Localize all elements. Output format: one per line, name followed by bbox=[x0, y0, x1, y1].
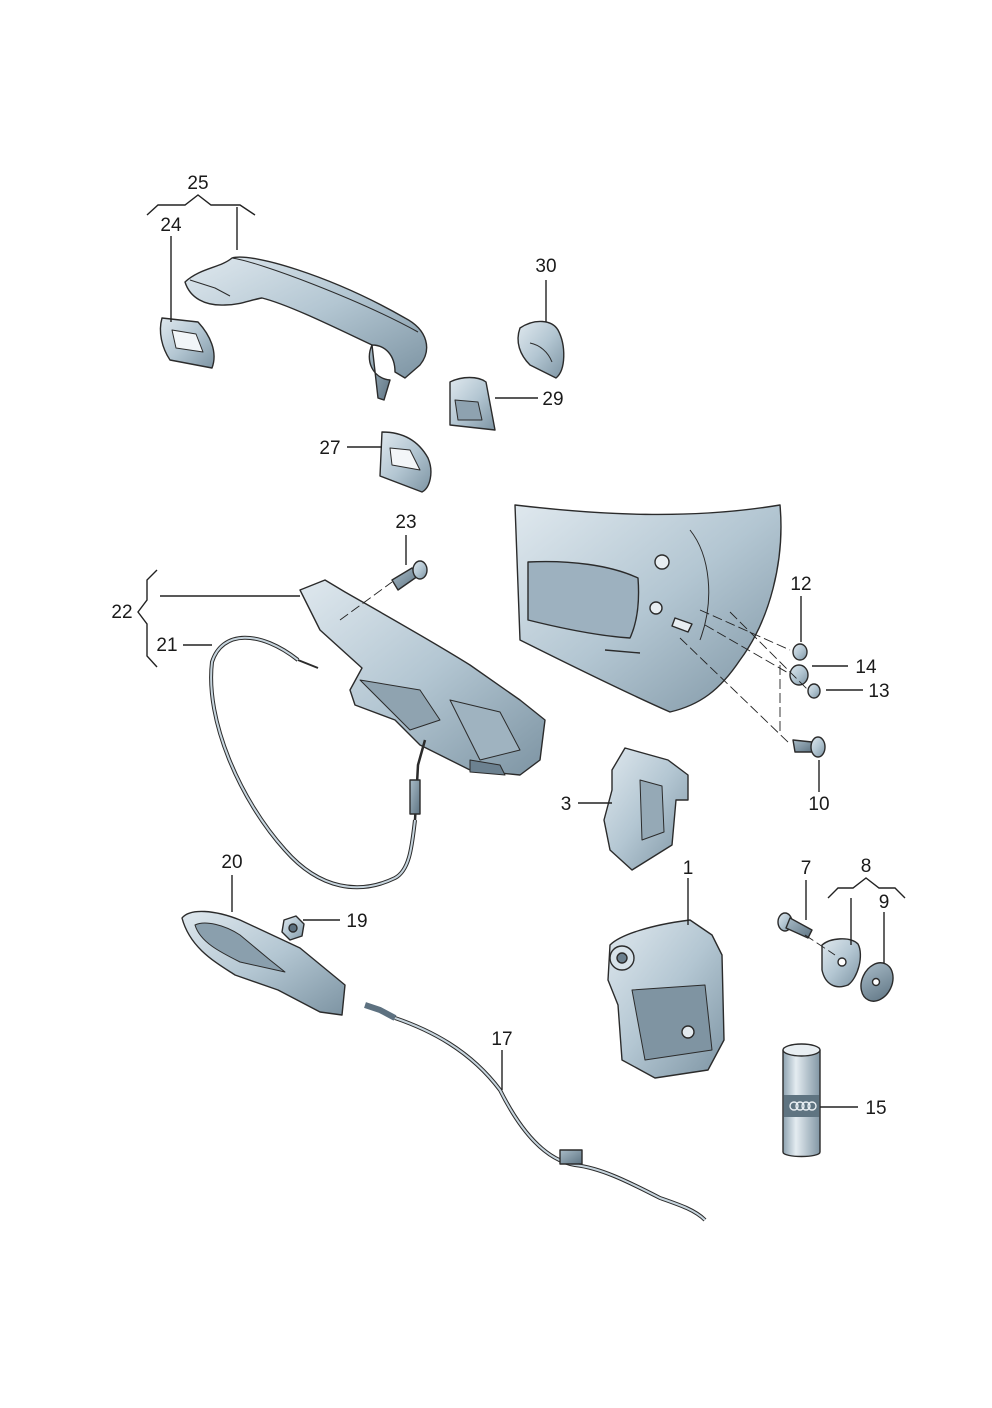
callout-8: 8 bbox=[861, 856, 872, 877]
callout-1: 1 bbox=[683, 858, 694, 879]
part-lock-cylinder-cover bbox=[449, 376, 496, 431]
callout-30: 30 bbox=[535, 256, 556, 277]
callout-7: 7 bbox=[801, 858, 812, 879]
part-nut bbox=[281, 915, 305, 941]
callout-9: 9 bbox=[879, 892, 890, 913]
part-handle-carrier bbox=[299, 579, 546, 776]
part-screw bbox=[777, 912, 813, 939]
callout-3: 3 bbox=[561, 794, 572, 815]
callout-17: 17 bbox=[491, 1029, 512, 1050]
callout-10: 10 bbox=[808, 794, 829, 815]
illustrations bbox=[159, 256, 894, 1222]
callout-21: 21 bbox=[156, 635, 177, 656]
callout-14: 14 bbox=[855, 657, 877, 678]
callout-23: 23 bbox=[395, 512, 416, 533]
part-plugs bbox=[789, 643, 821, 699]
callout-29: 29 bbox=[542, 389, 563, 410]
part-inner-handle bbox=[181, 910, 346, 1016]
part-lubricant-can bbox=[782, 1043, 821, 1158]
part-handle-gasket bbox=[159, 317, 215, 369]
callout-25: 25 bbox=[187, 173, 208, 194]
part-striker-bolt bbox=[792, 736, 826, 758]
callout-27: 27 bbox=[319, 438, 340, 459]
part-lock-cover bbox=[603, 747, 689, 871]
callout-labels: 25 24 30 29 27 23 22 21 12 14 13 10 3 1 … bbox=[111, 173, 889, 1119]
part-handle-cap bbox=[517, 320, 565, 379]
callout-24: 24 bbox=[160, 215, 182, 236]
callout-15: 15 bbox=[865, 1098, 886, 1119]
part-striker-plate bbox=[821, 938, 862, 988]
callout-19: 19 bbox=[346, 911, 367, 932]
callout-20: 20 bbox=[221, 852, 242, 873]
leader-lines bbox=[137, 194, 906, 1108]
part-trim-gasket bbox=[379, 431, 432, 493]
callout-12: 12 bbox=[790, 574, 811, 595]
part-bowden-cable bbox=[209, 635, 427, 890]
part-inner-cable bbox=[364, 1002, 707, 1222]
part-door-lock bbox=[607, 919, 725, 1079]
part-gasket-plate bbox=[860, 962, 894, 1002]
part-door-panel bbox=[514, 504, 782, 713]
part-bolt bbox=[391, 560, 428, 591]
callout-22: 22 bbox=[111, 602, 132, 623]
part-door-handle bbox=[184, 256, 428, 401]
callout-13: 13 bbox=[868, 681, 889, 702]
